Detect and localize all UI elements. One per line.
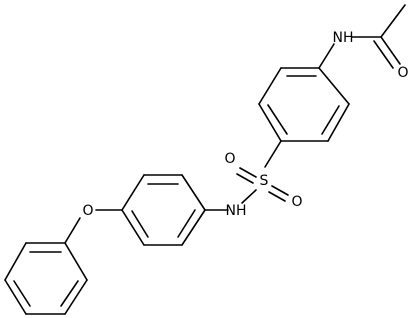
bond-ring3-inner-right	[60, 280, 79, 307]
bond-s-o-right-2	[268, 191, 286, 202]
bond-ring2-c	[121, 174, 145, 211]
bond-methyl-carbonyl	[380, 4, 406, 38]
bond-ring1-inner-left	[267, 104, 288, 135]
bond-nh-ring	[318, 43, 335, 69]
bond-ring3-a	[64, 242, 88, 281]
sulfonyl-oxygen-right-label: O	[291, 194, 302, 210]
bond-ring2-d	[121, 209, 145, 246]
bond-ring-s	[264, 140, 282, 168]
bond-s-nh	[241, 189, 257, 204]
bond-ring2-inner-right	[177, 209, 196, 238]
ether-oxygen-label: O	[82, 203, 93, 219]
bond-o-phenyl	[64, 217, 81, 244]
carbonyl-oxygen-label: O	[397, 65, 408, 81]
bonds	[4, 4, 406, 315]
bond-ring1-b	[327, 103, 350, 142]
sulfonyl-sulfur-label: S	[260, 173, 269, 189]
bond-ring2-inner-left	[131, 210, 149, 238]
bond-s-o-left-1	[239, 167, 257, 178]
bond-carbonyl-o	[380, 36, 401, 65]
bond-carbonyl-o-double	[373, 40, 394, 69]
bond-ring1-inner-right	[321, 105, 340, 135]
bond-ring1-a	[318, 67, 350, 105]
bond-ring3-e	[4, 242, 27, 281]
bond-ring3-inner-left	[13, 280, 31, 307]
bond-s-o-right-1	[271, 185, 289, 196]
atom-labels: NH O S O O NH O	[82, 30, 408, 219]
bond-ring1-d	[258, 103, 282, 142]
sulfonamide-nh-label: NH	[226, 203, 247, 219]
bond-ring3-d	[4, 279, 27, 315]
bond-ring3-b	[64, 279, 88, 315]
sulfonyl-oxygen-left-label: O	[224, 151, 235, 167]
bond-ring2-f	[181, 209, 206, 246]
bond-ring1-e	[258, 67, 282, 105]
amide-nh-label: NH	[333, 30, 354, 46]
bond-s-o-left-2	[236, 173, 254, 184]
bond-ring2-a	[181, 174, 206, 211]
